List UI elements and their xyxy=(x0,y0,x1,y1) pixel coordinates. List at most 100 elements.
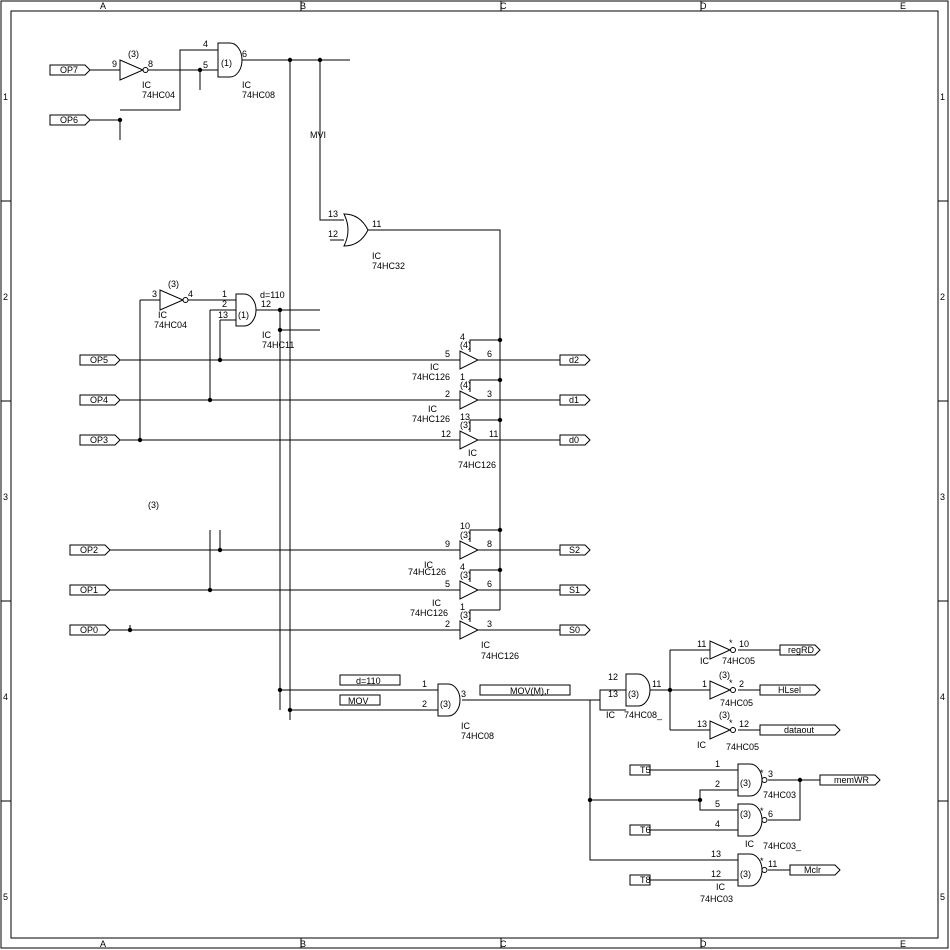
port-d1: d1 xyxy=(559,394,591,406)
pin-label: 4 xyxy=(460,562,465,572)
port-s2: S2 xyxy=(559,544,591,556)
or-gate-u3: 13 12 11 IC 74HC32 xyxy=(328,209,405,271)
pin-label: 12 xyxy=(711,869,721,879)
wires xyxy=(90,49,820,881)
pin-label: 13 xyxy=(608,689,618,699)
pin-label: 6 xyxy=(487,579,492,589)
pin-label: 74HC32 xyxy=(372,261,405,271)
pin-label: IC xyxy=(468,448,478,458)
pin-label: OP7 xyxy=(60,65,78,75)
col-label-e-bottom: E xyxy=(900,939,906,949)
pin-label: T5 xyxy=(640,765,651,775)
pin-label: IC xyxy=(432,598,442,608)
port-op1: OP1 xyxy=(69,584,111,596)
pin-label: 6 xyxy=(487,349,492,359)
pin-label: IC xyxy=(262,330,272,340)
pin-label: 74HC05 xyxy=(726,742,759,752)
pin-label: * xyxy=(760,806,764,816)
pin-label: 5 xyxy=(445,579,450,589)
pin-label: (3) xyxy=(719,710,730,720)
pin-label: OP5 xyxy=(90,355,108,365)
pin-label: (3) xyxy=(460,610,471,620)
pin-label: IC xyxy=(428,404,438,414)
row-label-3-left: 3 xyxy=(3,492,8,502)
pin-label: 74HC03 xyxy=(763,790,796,800)
port-op2: OP2 xyxy=(69,544,111,556)
port-hlsel: HLsel xyxy=(759,684,821,696)
pin-label: 74HC126 xyxy=(408,567,446,577)
pin-label: 4 xyxy=(203,39,208,49)
col-label-d-bottom: D xyxy=(700,939,707,949)
pin-label: 13 xyxy=(460,412,470,422)
pin-label: T8 xyxy=(640,875,651,885)
pin-label: Mclr xyxy=(804,865,821,875)
net-movm-box: MOV(M),r xyxy=(479,684,571,696)
buffer-b6: (3) 1 2 3 IC 74HC126 xyxy=(445,602,519,661)
and-gate-u2: (1) 4 5 6 IC 74HC08 xyxy=(203,39,275,100)
pin-label: * xyxy=(729,638,733,648)
row-label-1-left: 1 xyxy=(3,92,8,102)
port-dataout: dataout xyxy=(759,724,841,736)
port-op3: OP3 xyxy=(79,434,121,446)
pin-label: (3) xyxy=(460,420,471,430)
pin-label: IC xyxy=(697,740,707,750)
pin-label: 1 xyxy=(222,289,227,299)
pin-label: (3) xyxy=(740,869,751,879)
output-ports: d2 d1 d0 S2 S1 S0 regRD HLsel dataout me… xyxy=(559,354,881,876)
row-label-1-right: 1 xyxy=(940,92,945,102)
row-label-2-left: 2 xyxy=(3,292,8,302)
pin-label: (3) xyxy=(740,809,751,819)
port-op5: OP5 xyxy=(79,354,121,366)
pin-label: * xyxy=(729,678,733,688)
pin-label: OP3 xyxy=(90,435,108,445)
pin-label: 3 xyxy=(768,769,773,779)
row-label-5-left: 5 xyxy=(3,892,8,902)
pin-label: 2 xyxy=(422,699,427,709)
pin-label: 13 xyxy=(697,719,707,729)
pin-label: 2 xyxy=(222,299,227,309)
port-t6: T6 xyxy=(629,824,651,836)
pin-label: 5 xyxy=(445,349,450,359)
pin-label: 11 xyxy=(372,219,381,229)
pin-label: d2 xyxy=(569,355,579,365)
pin-label: 8 xyxy=(148,59,153,69)
stray-unit-label: (3) xyxy=(148,500,159,510)
pin-label: (3) xyxy=(128,49,139,59)
pin-label: IC xyxy=(716,882,726,892)
pin-label: (3) xyxy=(168,279,179,289)
pin-label: IC xyxy=(461,721,471,731)
buffer-b2: (4) 1 2 3 IC 74HC126 xyxy=(412,372,492,424)
nand-gate-a2: (3) * 5 4 6 IC 74HC03_ xyxy=(715,799,802,851)
pin-label: 5 xyxy=(715,799,720,809)
port-op4: OP4 xyxy=(79,394,121,406)
pin-label: 74HC04 xyxy=(142,90,175,100)
pin-label: 3 xyxy=(487,389,492,399)
pin-label: 2 xyxy=(445,389,450,399)
pin-label: 74HC05 xyxy=(722,656,755,666)
buffer-b3: (3) 13 12 11 IC 74HC126 xyxy=(441,412,498,470)
pin-label: 9 xyxy=(445,539,450,549)
pin-label: OP4 xyxy=(90,395,108,405)
pin-label: IC xyxy=(745,839,755,849)
port-op0: OP0 xyxy=(69,624,111,636)
buffer-b5: (3) 4 5 6 IC 74HC126 xyxy=(410,562,492,618)
pin-label: IC xyxy=(372,251,382,261)
inverter-n2: (3) * 1 2 74HC05 xyxy=(702,670,753,708)
port-d2: d2 xyxy=(559,354,591,366)
row-label-3-right: 3 xyxy=(940,492,945,502)
col-label-b-bottom: B xyxy=(300,939,306,949)
pin-label: 74HC03 xyxy=(700,894,733,904)
col-label-c-top: C xyxy=(500,1,507,11)
pin-label: 12 xyxy=(739,719,749,729)
buffer-b1: (4) 4 5 6 IC 74HC126 xyxy=(412,332,492,382)
buffer-b4: (3) 10 9 8 IC 74HC126 xyxy=(408,521,492,577)
pin-label: 3 xyxy=(461,689,466,699)
pin-label: 74HC126 xyxy=(412,372,450,382)
pin-label: d=110 xyxy=(356,676,381,686)
inverter-u1: (3) 9 8 IC 74HC04 xyxy=(112,49,175,100)
pin-label: T6 xyxy=(640,825,651,835)
pin-label: 4 xyxy=(188,289,193,299)
pin-label: (4) xyxy=(460,380,471,390)
port-regrd: regRD xyxy=(779,644,821,656)
